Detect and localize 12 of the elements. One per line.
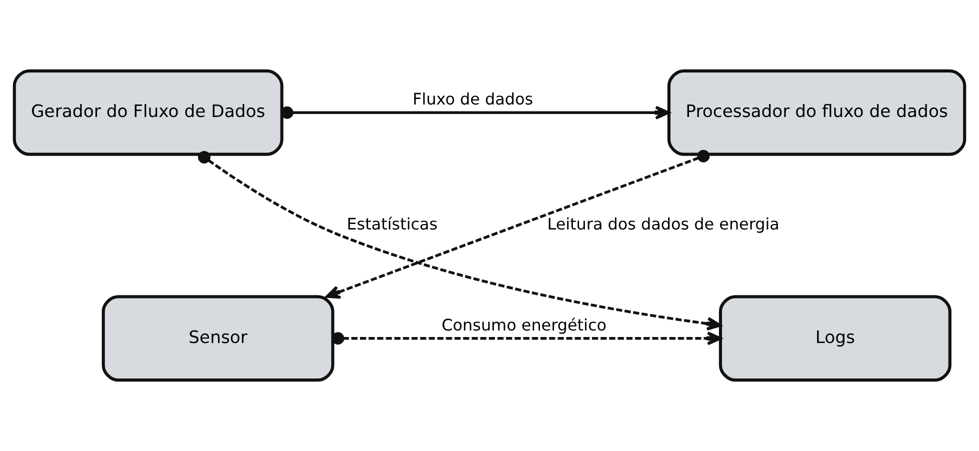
edge-label: Estatísticas [346, 214, 438, 234]
edge-label: Consumo energético [442, 315, 606, 334]
arrow [280, 106, 670, 120]
node-box: Logs [718, 295, 952, 382]
arrow [326, 150, 710, 299]
edge-label: Leitura dos dados de energia [547, 214, 780, 234]
edge-label: Fluxo de dados [412, 90, 534, 109]
arrow [332, 332, 722, 346]
node-box: Gerador do Fluxo de Dados [12, 69, 284, 156]
node-box: Processador do fluxo de dados [667, 69, 966, 156]
arrow [198, 150, 722, 331]
node-box: Sensor [102, 295, 334, 382]
